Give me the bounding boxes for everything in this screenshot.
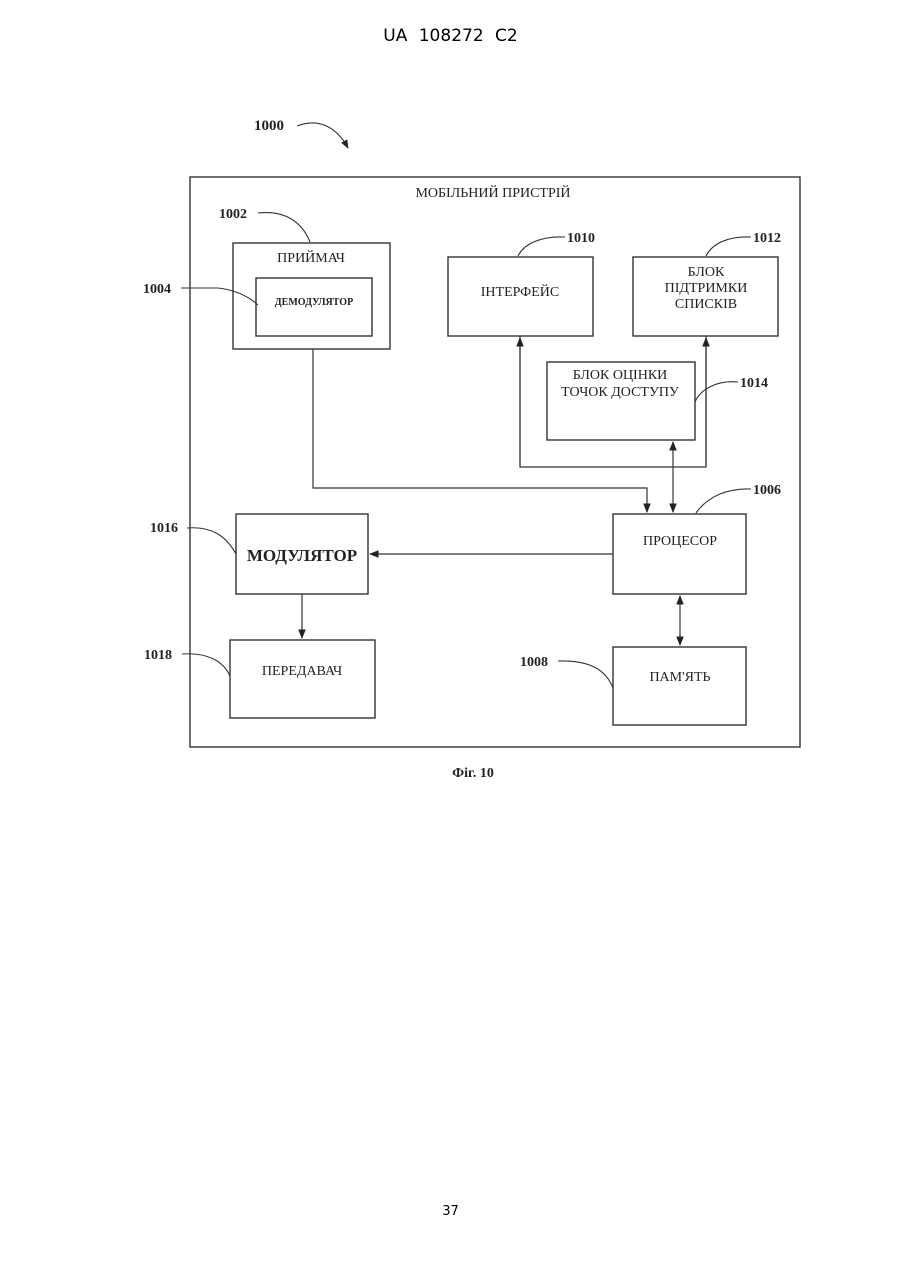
memory-ref-leader [558,661,613,688]
processor-box [613,514,746,594]
figure-caption: Фіг. 10 [452,766,494,781]
processor-label: ПРОЦЕСОР [643,534,717,549]
memory-label: ПАМ'ЯТЬ [649,670,710,685]
transmitter-label: ПЕРЕДАВАЧ [262,664,342,679]
mobile-device-title: МОБІЛЬНИЙ ПРИСТРІЙ [415,184,570,201]
demodulator-label: ДЕМОДУЛЯТОР [275,297,353,308]
processor-ref-leader [696,489,751,513]
memory-ref: 1008 [520,655,548,670]
demodulator-ref: 1004 [143,282,171,297]
memory-box [613,647,746,725]
modulator-ref-leader [187,528,236,554]
receiver-ref: 1002 [219,207,247,222]
ap-evaluation-line2: ТОЧОК ДОСТУПУ [561,385,679,400]
interface-listsupport-bus [520,336,706,467]
list-support-line2: ПІДТРИМКИ [665,281,748,296]
modulator-label: МОДУЛЯТОР [247,546,357,565]
processor-ref: 1006 [753,483,781,498]
receiver-label: ПРИЙМАЧ [277,249,345,266]
list-support-ref: 1012 [753,231,781,246]
modulator-ref: 1016 [150,521,178,536]
receiver-ref-leader [258,213,310,242]
figure-ref-label: 1000 [254,118,284,134]
ap-evaluation-ref-leader [695,382,738,402]
ap-evaluation-ref: 1014 [740,376,768,391]
transmitter-ref-leader [182,654,230,676]
interface-ref: 1010 [567,231,595,246]
figure-ref-arrow [297,123,348,148]
list-support-line1: БЛОК [688,265,725,280]
page-number: 37 [0,1204,901,1219]
transmitter-box [230,640,375,718]
interface-ref-leader [518,237,565,256]
list-support-ref-leader [706,237,751,256]
transmitter-ref: 1018 [144,648,172,663]
list-support-line3: СПИСКІВ [675,297,737,312]
interface-label: ІНТЕРФЕЙС [481,283,559,300]
ap-evaluation-line1: БЛОК ОЦІНКИ [573,368,668,383]
demodulator-ref-leader [181,288,258,305]
